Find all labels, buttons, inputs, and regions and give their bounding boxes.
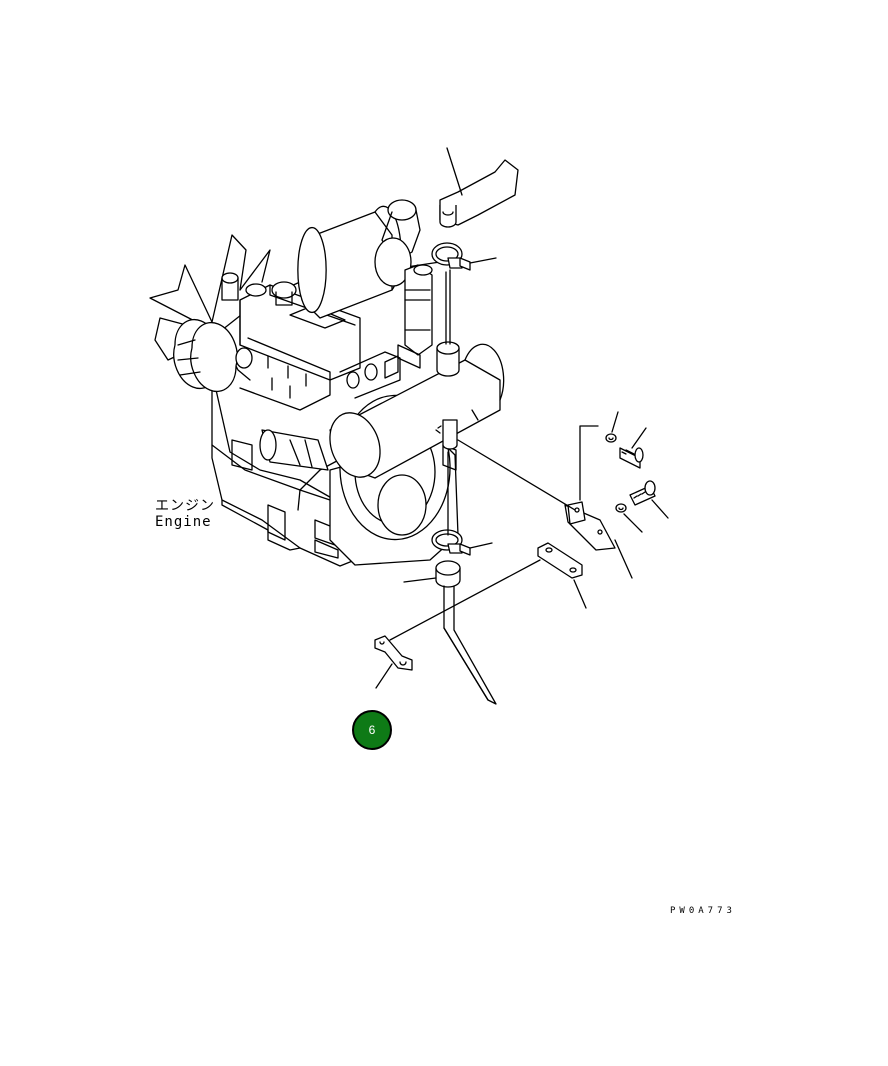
- muffler-bracket: [457, 425, 633, 579]
- hose-clamp-upper: [431, 242, 497, 345]
- page-callout-badge[interactable]: 6: [352, 710, 392, 750]
- bolt-and-washer-upper: [605, 411, 647, 469]
- spacer-plate: [389, 542, 587, 641]
- engine-label: エンジン Engine: [155, 498, 215, 530]
- intake-hose: [439, 147, 519, 228]
- engine-label-en: Engine: [155, 514, 212, 530]
- hose-clamp-lower: [431, 451, 493, 556]
- engine-label-jp: エンジン: [155, 498, 215, 514]
- tail-pipe: [403, 560, 497, 705]
- pipe-clamp: [374, 635, 413, 689]
- callout-number: 6: [368, 723, 376, 737]
- engine-assembly: [149, 199, 505, 567]
- bolt-and-washer-lower: [615, 480, 669, 533]
- drawing-code: PW0A773: [670, 906, 736, 916]
